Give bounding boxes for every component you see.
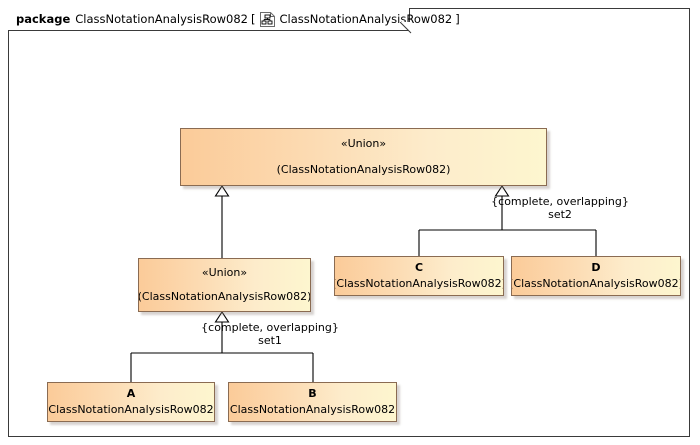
class-qualifier: (ClassNotationAnalysisRow082) xyxy=(511,276,681,290)
class-name: D xyxy=(591,261,601,275)
package-keyword: package xyxy=(16,12,71,26)
class-box-a[interactable]: A (ClassNotationAnalysisRow082) xyxy=(47,382,215,422)
class-name: C xyxy=(414,261,424,275)
set-name-text: set1 xyxy=(258,333,282,347)
generalization-set-label-set2: {complete, overlapping} set2 xyxy=(490,195,630,221)
package-tab-corner xyxy=(400,22,412,34)
set-name-text: set2 xyxy=(548,207,572,221)
package-frame xyxy=(8,8,690,437)
class-qualifier: (ClassNotationAnalysisRow082) xyxy=(228,402,397,416)
class-stereotype: «Union» xyxy=(340,137,387,151)
constraint-text: {complete, overlapping} xyxy=(491,195,629,208)
package-header-tab[interactable]: package ClassNotationAnalysisRow082 [ Cl… xyxy=(8,8,460,31)
bracket-open: [ xyxy=(250,12,256,26)
class-diagram-icon xyxy=(260,11,276,27)
class-box-union-top[interactable]: «Union» (ClassNotationAnalysisRow082) xyxy=(180,128,547,186)
generalization-set-label-set1: {complete, overlapping} set1 xyxy=(200,321,340,347)
diagram-name: ClassNotationAnalysisRow082 xyxy=(279,12,453,26)
class-qualifier: (ClassNotationAnalysisRow082) xyxy=(138,289,311,303)
class-box-d[interactable]: D (ClassNotationAnalysisRow082) xyxy=(511,256,681,296)
constraint-text: {complete, overlapping} xyxy=(201,321,339,334)
class-qualifier: (ClassNotationAnalysisRow082) xyxy=(47,402,215,416)
class-box-union-mid[interactable]: «Union» (ClassNotationAnalysisRow082) xyxy=(138,258,311,312)
class-qualifier: (ClassNotationAnalysisRow082) xyxy=(276,162,451,176)
class-name: A xyxy=(126,387,136,401)
class-box-c[interactable]: C (ClassNotationAnalysisRow082) xyxy=(334,256,504,296)
package-name: ClassNotationAnalysisRow082 xyxy=(75,12,248,26)
class-qualifier: (ClassNotationAnalysisRow082) xyxy=(334,276,504,290)
class-stereotype: «Union» xyxy=(201,266,248,280)
class-name: B xyxy=(308,387,317,401)
bracket-close: ] xyxy=(455,12,460,26)
class-box-b[interactable]: B (ClassNotationAnalysisRow082) xyxy=(228,382,397,422)
